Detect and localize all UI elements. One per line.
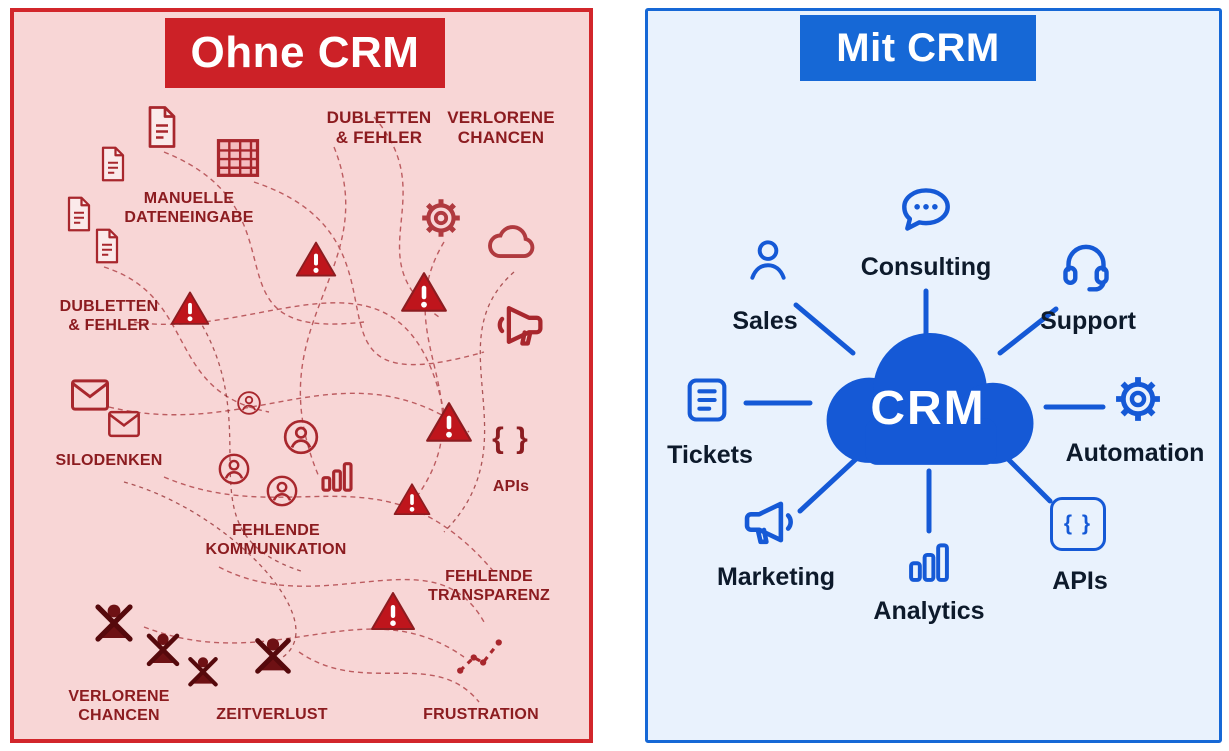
label-verlorene-chancen-bottom: VERLORENE CHANCEN (68, 688, 170, 724)
label-dubletten-fehler-left: DUBLETTEN & FEHLER (59, 298, 159, 334)
braces-icon: { } (1050, 497, 1106, 551)
ohne-crm-panel: Ohne CRM (10, 8, 593, 743)
megaphone-icon (497, 305, 543, 346)
crossed-person-icon (146, 633, 180, 667)
cloud-icon (826, 333, 1034, 465)
envelope-icon (108, 410, 140, 438)
scatter-trend-icon (457, 639, 502, 674)
crm-cloud: CRM (806, 329, 1050, 471)
label-fehlende-transparenz: FEHLENDE TRANSPARENZ (428, 568, 550, 604)
bar-chart-icon (321, 462, 353, 492)
label-manuelle-dateneingabe: MANUELLE DATENEINGABE (124, 190, 254, 226)
label-fehlende-kommunikation: FEHLENDE KOMMUNIKATION (205, 522, 347, 558)
person-icon (283, 419, 319, 455)
document-icon (95, 228, 119, 264)
document-icon (148, 106, 176, 148)
gear-icon (1116, 377, 1160, 421)
label-verlorene-chancen-top: VERLORENE CHANCEN (447, 108, 555, 148)
headset-icon (1063, 244, 1109, 292)
label-zeitverlust: ZEITVERLUST (216, 706, 328, 723)
person-icon (237, 391, 261, 415)
crossed-person-icon (188, 657, 218, 687)
node-label-automation: Automation (1065, 439, 1205, 467)
cloud-icon (488, 225, 535, 259)
spreadsheet-icon (216, 139, 260, 177)
warning-icon (401, 272, 447, 312)
envelope-icon (71, 379, 109, 411)
person-icon (266, 475, 298, 507)
node-label-marketing: Marketing (716, 563, 836, 591)
tangled-connections-lines (103, 116, 515, 703)
node-label-tickets: Tickets (667, 441, 753, 469)
braces-icon: { } (492, 422, 530, 455)
document-icon (101, 146, 125, 182)
warning-icon (426, 402, 472, 442)
mit-crm-title: Mit CRM (836, 25, 1000, 70)
crm-spokes-lines (743, 288, 1106, 534)
ohne-crm-title: Ohne CRM (190, 28, 420, 77)
label-apis: APIs (492, 478, 530, 495)
node-label-sales: Sales (732, 307, 798, 335)
crossed-person-icon (95, 604, 133, 642)
warning-icon (371, 592, 415, 630)
node-label-support: Support (1040, 307, 1136, 335)
crossed-person-icon (255, 638, 291, 674)
chat-bubble-icon (902, 188, 950, 231)
node-label-apis: APIs (1052, 567, 1108, 595)
node-label-analytics: Analytics (873, 597, 985, 625)
mit-crm-banner: Mit CRM (800, 15, 1036, 81)
person-icon (750, 240, 786, 280)
warning-icon (295, 241, 337, 277)
label-silodenken: SILODENKEN (55, 452, 163, 469)
gear-icon (422, 199, 460, 237)
mit-crm-panel: Mit CRM CRM Sales Consulting Suppo (645, 8, 1222, 743)
ohne-crm-banner: Ohne CRM (165, 18, 445, 88)
crm-center-label: CRM (870, 382, 986, 435)
warning-icon (170, 291, 210, 325)
label-dubletten-fehler-top: DUBLETTEN & FEHLER (326, 108, 432, 148)
warning-icon (393, 483, 431, 515)
document-icon (67, 196, 91, 232)
megaphone-icon (744, 501, 793, 545)
bar-chart-icon (909, 543, 949, 582)
person-icon (218, 453, 250, 485)
label-frustration: FRUSTRATION (423, 706, 539, 723)
ticket-icon (687, 378, 727, 422)
node-label-consulting: Consulting (860, 253, 992, 281)
